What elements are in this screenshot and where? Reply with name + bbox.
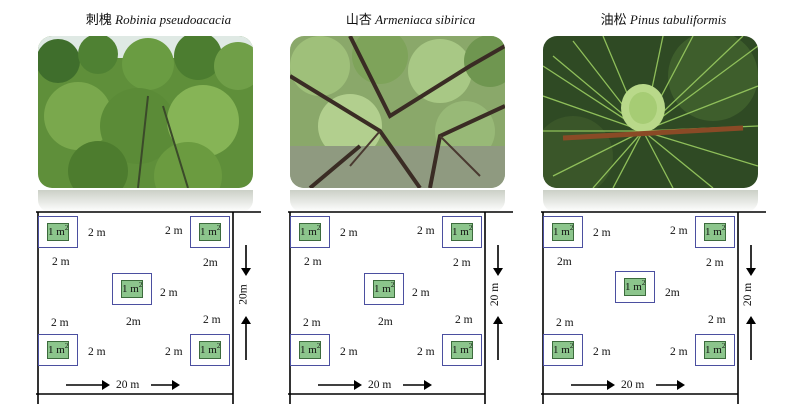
subplot-top-left: 1 m2 bbox=[543, 216, 583, 248]
distance-label: 2 m bbox=[706, 257, 724, 269]
distance-label: 2 m bbox=[417, 346, 435, 358]
subplot-center: 1 m2 bbox=[364, 273, 404, 305]
distance-label: 2 m bbox=[340, 346, 358, 358]
panel-title: 山杏 Armeniaca sibirica bbox=[288, 9, 533, 28]
scientific-name: Armeniaca sibirica bbox=[375, 12, 476, 27]
scientific-name: Pinus tabuliformis bbox=[629, 12, 727, 27]
distance-label: 2 m bbox=[417, 225, 435, 237]
subplot-center: 1 m2 bbox=[112, 273, 152, 305]
quadrat: 1 m2 bbox=[299, 341, 321, 359]
armeniaca-photo bbox=[290, 36, 505, 188]
panel-title: 刺槐 Robinia pseudoacacia bbox=[36, 9, 281, 28]
distance-label: 2 m bbox=[203, 314, 221, 326]
distance-label: 2 m bbox=[670, 225, 688, 237]
distance-label: 2 m bbox=[708, 314, 726, 326]
panel-title: 油松 Pinus tabuliformis bbox=[541, 9, 786, 28]
distance-label: 2 m bbox=[340, 227, 358, 239]
quadrat: 1 m2 bbox=[552, 223, 574, 241]
distance-label: 2 m bbox=[593, 227, 611, 239]
quadrat: 1 m2 bbox=[451, 223, 473, 241]
subplot-top-right: 1 m2 bbox=[442, 216, 482, 248]
chinese-name: 油松 bbox=[600, 12, 627, 27]
panel-robinia: 刺槐 Robinia pseudoacacia bbox=[36, 0, 281, 404]
distance-label: 2 m bbox=[52, 256, 70, 268]
quadrat: 1 m2 bbox=[373, 280, 395, 298]
distance-label: 2m bbox=[378, 316, 393, 328]
quadrat: 1 m2 bbox=[199, 341, 221, 359]
subplot-top-left: 1 m2 bbox=[38, 216, 78, 248]
distance-label: 2m bbox=[557, 256, 572, 268]
distance-label: 2 m bbox=[165, 225, 183, 237]
subplot-bottom-right: 1 m2 bbox=[190, 334, 230, 366]
subplot-center: 1 m2 bbox=[615, 271, 655, 303]
quadrat: 1 m2 bbox=[552, 341, 574, 359]
distance-label: 2 m bbox=[88, 346, 106, 358]
distance-label: 2m bbox=[665, 287, 680, 299]
chinese-name: 刺槐 bbox=[85, 12, 112, 27]
distance-label: 2m bbox=[203, 257, 218, 269]
pinus-photo bbox=[543, 36, 758, 188]
quadrat: 1 m2 bbox=[704, 223, 726, 241]
photo-reflection bbox=[38, 190, 253, 212]
distance-label: 2 m bbox=[670, 346, 688, 358]
scientific-name: Robinia pseudoacacia bbox=[115, 12, 232, 27]
side-length-label: 20 m bbox=[489, 282, 502, 307]
photo-reflection bbox=[290, 190, 505, 212]
distance-label: 2 m bbox=[51, 317, 69, 329]
distance-label: 2 m bbox=[412, 287, 430, 299]
quadrat: 1 m2 bbox=[299, 223, 321, 241]
quadrat: 1 m2 bbox=[451, 341, 473, 359]
distance-label: 2 m bbox=[165, 346, 183, 358]
quadrat: 1 m2 bbox=[47, 341, 69, 359]
quadrat: 1 m2 bbox=[704, 341, 726, 359]
photo-reflection bbox=[543, 190, 758, 212]
distance-label: 2m bbox=[126, 316, 141, 328]
bottom-length-label: 20 m bbox=[621, 379, 645, 391]
quadrat: 1 m2 bbox=[47, 223, 69, 241]
distance-label: 2 m bbox=[88, 227, 106, 239]
quadrat: 1 m2 bbox=[624, 278, 646, 296]
subplot-top-right: 1 m2 bbox=[190, 216, 230, 248]
distance-label: 2 m bbox=[593, 346, 611, 358]
distance-label: 2 m bbox=[160, 287, 178, 299]
subplot-bottom-left: 1 m2 bbox=[38, 334, 78, 366]
subplot-bottom-left: 1 m2 bbox=[543, 334, 583, 366]
subplot-bottom-right: 1 m2 bbox=[442, 334, 482, 366]
distance-label: 2 m bbox=[453, 257, 471, 269]
sampling-plot: 1 m2 1 m2 1 m2 1 m2 1 m2 2 m 2 m 2 m 2m … bbox=[36, 210, 281, 404]
distance-label: 2 m bbox=[455, 314, 473, 326]
distance-label: 2 m bbox=[303, 317, 321, 329]
side-length-label: 20 m bbox=[742, 282, 755, 307]
subplot-top-right: 1 m2 bbox=[695, 216, 735, 248]
side-length-label: 20m bbox=[237, 284, 250, 305]
subplot-bottom-right: 1 m2 bbox=[695, 334, 735, 366]
bottom-length-label: 20 m bbox=[116, 379, 140, 391]
panel-pinus: 油松 Pinus tabuliformis bbox=[541, 0, 786, 404]
subplot-bottom-left: 1 m2 bbox=[290, 334, 330, 366]
sampling-plot: 1 m2 1 m2 1 m2 1 m2 1 m2 2 m 2m 2 m 2 m … bbox=[541, 210, 786, 404]
quadrat: 1 m2 bbox=[121, 280, 143, 298]
distance-label: 2 m bbox=[304, 256, 322, 268]
distance-label: 2 m bbox=[556, 317, 574, 329]
chinese-name: 山杏 bbox=[345, 12, 372, 27]
subplot-top-left: 1 m2 bbox=[290, 216, 330, 248]
quadrat: 1 m2 bbox=[199, 223, 221, 241]
panel-armeniaca: 山杏 Armeniaca sibirica 1 bbox=[288, 0, 533, 404]
bottom-length-label: 20 m bbox=[368, 379, 392, 391]
robinia-photo bbox=[38, 36, 253, 188]
sampling-plot: 1 m2 1 m2 1 m2 1 m2 1 m2 2 m 2 m 2 m 2 m… bbox=[288, 210, 533, 404]
